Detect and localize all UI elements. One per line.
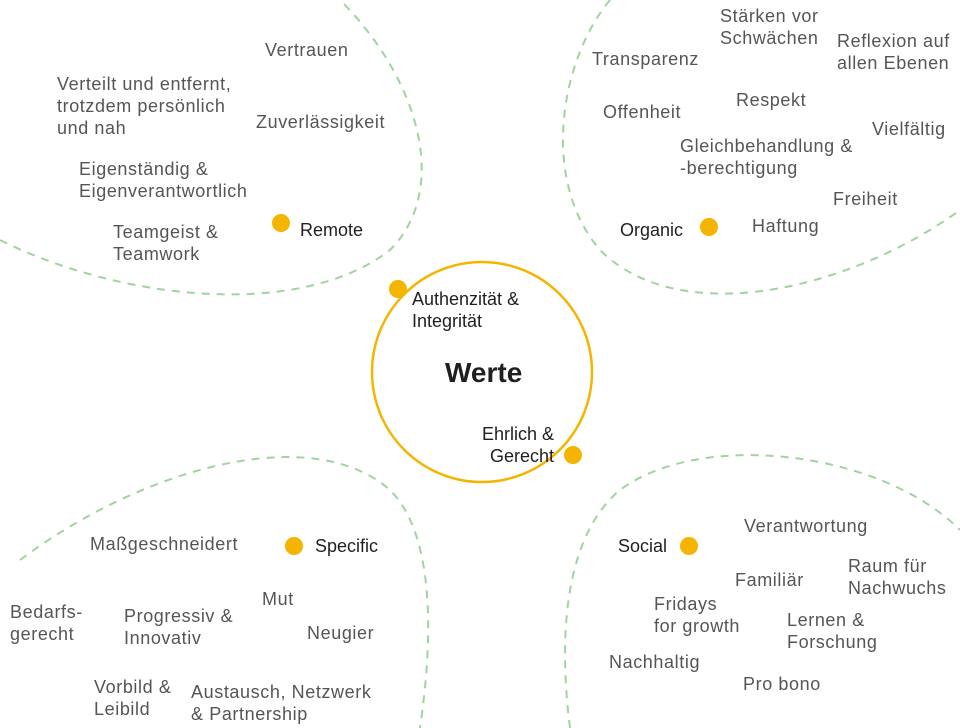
social-petal-outline xyxy=(564,454,960,728)
remote-item: Eigenständig & Eigenverantwortlich xyxy=(79,159,248,201)
organic-item: Respekt xyxy=(736,90,807,110)
center-bottom-dot xyxy=(564,446,582,464)
specific-petal-outline xyxy=(19,456,430,728)
specific-dot xyxy=(285,537,303,555)
specific-item: Maßgeschneidert xyxy=(90,534,239,554)
organic-label: Organic xyxy=(620,220,684,240)
social-label: Social xyxy=(618,536,668,556)
organic-item: Freiheit xyxy=(833,189,898,209)
organic-item: Stärken vor Schwächen xyxy=(720,6,819,48)
social-item: Raum für Nachwuchs xyxy=(848,556,947,598)
specific-item: Vorbild & Leibild xyxy=(94,677,172,719)
organic-item: Haftung xyxy=(752,216,820,236)
center-top-dot xyxy=(389,280,407,298)
center-title: Werte xyxy=(445,357,523,388)
center-value-top: Authenzität & Integrität xyxy=(412,289,520,331)
remote-item: Verteilt und entfernt, trotzdem persönli… xyxy=(57,74,232,138)
organic-item: Vielfältig xyxy=(872,119,946,139)
social-item: Familiär xyxy=(735,570,804,590)
social-item: Fridays for growth xyxy=(654,594,741,636)
social-item: Nachhaltig xyxy=(609,652,701,672)
center-circle xyxy=(370,260,594,484)
social-dot xyxy=(680,537,698,555)
social-item: Lernen & Forschung xyxy=(787,610,878,652)
organic-item: Reflexion auf allen Ebenen xyxy=(837,31,950,73)
specific-item: Bedarfs- gerecht xyxy=(10,602,83,644)
remote-item: Vertrauen xyxy=(265,40,349,60)
center-value-bottom: Ehrlich & Gerecht xyxy=(482,424,555,466)
organic-petal-outline xyxy=(562,0,960,295)
specific-item: Progressiv & Innovativ xyxy=(124,606,234,648)
remote-petal-outline xyxy=(0,0,423,296)
specific-item: Mut xyxy=(262,589,294,609)
remote-label: Remote xyxy=(300,220,364,240)
remote-item: Teamgeist & Teamwork xyxy=(113,222,219,264)
specific-item: Austausch, Netzwerk & Partnership xyxy=(191,682,372,724)
organic-item: Transparenz xyxy=(592,49,699,69)
remote-dot xyxy=(272,214,290,232)
remote-item: Zuverlässigkeit xyxy=(256,112,386,132)
organic-item: Gleichbehandlung & -berechtigung xyxy=(680,136,853,178)
specific-label: Specific xyxy=(315,536,379,556)
social-item: Verantwortung xyxy=(744,516,868,536)
organic-item: Offenheit xyxy=(603,102,682,122)
organic-dot xyxy=(700,218,718,236)
specific-item: Neugier xyxy=(307,623,375,643)
social-item: Pro bono xyxy=(743,674,821,694)
